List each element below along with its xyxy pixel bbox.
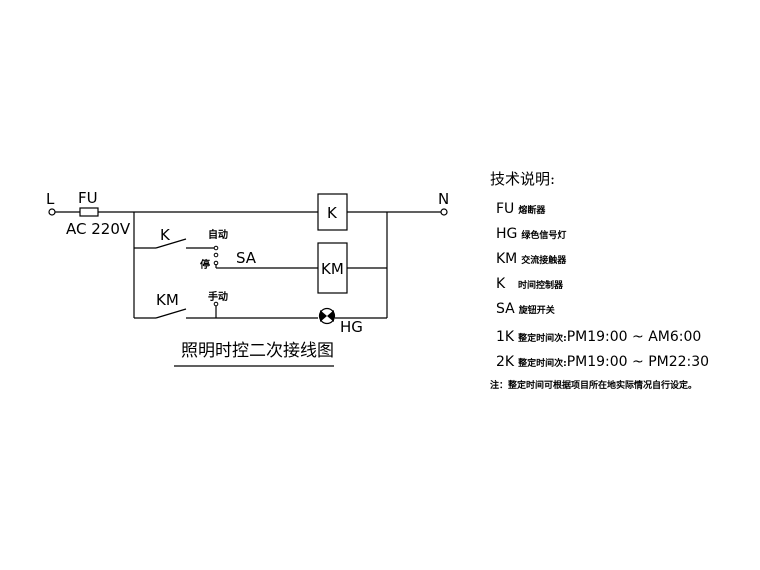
- terminal-n-node: [440, 208, 448, 216]
- supply-label: AC 220V: [66, 220, 131, 238]
- fuse-symbol: [79, 207, 99, 217]
- manual-label: 手动: [208, 290, 228, 303]
- selector-label: SA: [236, 249, 257, 267]
- note-code: 1K: [496, 329, 515, 345]
- lamp-label: HG: [340, 318, 363, 336]
- note-code: FU: [496, 201, 515, 217]
- auto-label: 自动: [208, 228, 228, 241]
- contactor-coil-label: KM: [321, 260, 344, 278]
- fuse-label: FU: [78, 189, 98, 207]
- note-desc: 熔断器: [518, 206, 546, 216]
- terminal-l-label: L: [46, 190, 55, 208]
- main-line: [48, 193, 448, 231]
- timer-contact-blade: [155, 238, 187, 249]
- timer-coil-label: K: [327, 204, 338, 222]
- note-code: SA: [496, 301, 515, 317]
- note-desc: 整定时间次:: [518, 359, 567, 369]
- note-time: PM19:00 ~ PM22:30: [566, 354, 710, 370]
- terminal-l-node: [48, 208, 56, 216]
- note-code: KM: [496, 251, 518, 267]
- note-code: K: [496, 276, 506, 292]
- auto-branch: [134, 238, 219, 251]
- stop-label: 停: [200, 258, 210, 271]
- note-desc: 交流接触器: [521, 256, 567, 266]
- note-time: PM19:00 ~ AM6:00: [566, 329, 702, 345]
- note-code: 2K: [496, 354, 515, 370]
- manual-branch: [134, 301, 387, 325]
- note-desc: 旋钮开关: [518, 306, 555, 316]
- contactor-contact-label: KM: [156, 291, 179, 309]
- note-code: HG: [496, 226, 518, 242]
- timer-contact-label: K: [160, 226, 171, 244]
- lamp-symbol: [318, 307, 336, 325]
- selector-switch: [213, 242, 387, 294]
- note-item-k: K 时间控制器: [496, 273, 563, 292]
- note-desc: 整定时间次:: [518, 334, 567, 344]
- note-desc: 时间控制器: [518, 281, 564, 291]
- notes-heading: 技术说明:: [490, 170, 556, 188]
- contactor-contact-blade: [155, 308, 187, 319]
- note-desc: 绿色信号灯: [521, 231, 567, 241]
- diagram-title: 照明时控二次接线图: [181, 341, 334, 361]
- notes-footnote: 注：整定时间可根据项目所在地实际情况自行设定。: [490, 381, 698, 391]
- terminal-n-label: N: [438, 190, 449, 208]
